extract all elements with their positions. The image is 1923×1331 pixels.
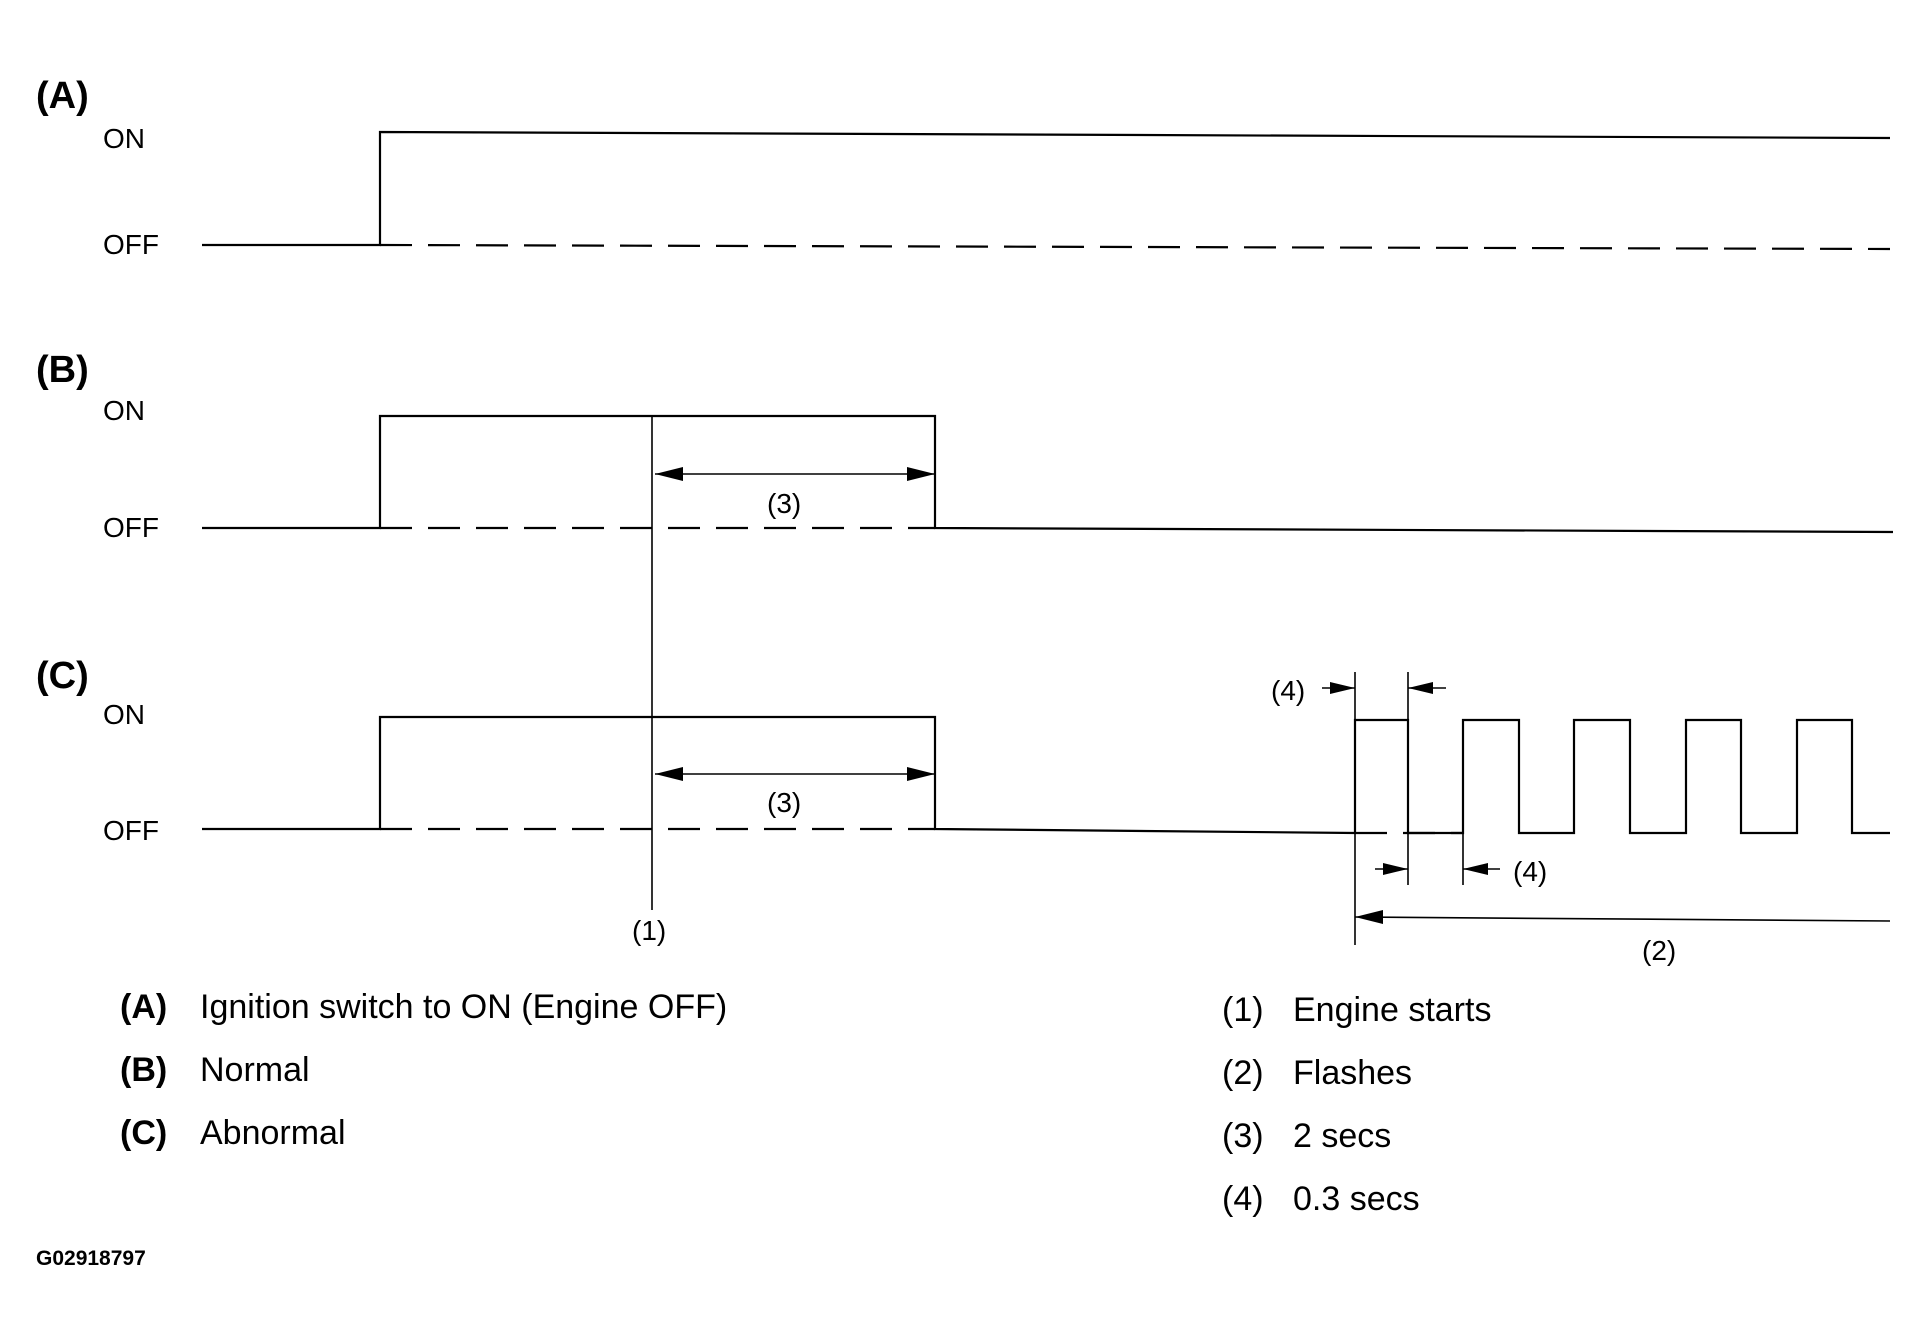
legend-right-text-3: 2 secs — [1293, 1117, 1391, 1155]
row-c-signal — [202, 715, 1356, 835]
row-c-on-label: ON — [103, 699, 145, 730]
row-b-off-label: OFF — [103, 512, 159, 543]
row-b-on-label: ON — [103, 395, 145, 426]
row-b-2sec-arrow-right — [907, 467, 935, 481]
row-b-2sec-callout: (3) — [767, 488, 801, 519]
row-c: (C) ON OFF (3) (4) (4) (2) — [36, 655, 1891, 966]
legend-left-key-b: (B) — [120, 1051, 167, 1089]
legend-left: (A) Ignition switch to ON (Engine OFF) (… — [120, 988, 727, 1152]
row-c-flash-pulses — [1353, 718, 1890, 835]
row-c-off-label: OFF — [103, 815, 159, 846]
row-a-on-label: ON — [103, 123, 145, 154]
legend-left-key-a: (A) — [120, 988, 167, 1026]
figure-id: G02918797 — [36, 1247, 146, 1270]
flash-on-dim-arrow-left — [1330, 682, 1355, 694]
legend-right: (1) Engine starts (2) Flashes (3) 2 secs… — [1222, 991, 1491, 1218]
legend-left-text-a: Ignition switch to ON (Engine OFF) — [200, 988, 727, 1026]
flash-on-callout: (4) — [1271, 675, 1305, 706]
flash-off-dim-arrow-left — [1383, 863, 1408, 875]
row-c-2sec-arrow-left — [655, 767, 683, 781]
legend-right-text-4: 0.3 secs — [1293, 1180, 1420, 1218]
flashes-duration-line — [1354, 916, 1891, 922]
row-a: (A) ON OFF — [36, 75, 1891, 260]
row-a-off-baseline — [379, 243, 1891, 251]
legend-right-key-4: (4) — [1222, 1180, 1264, 1218]
flashes-callout: (2) — [1642, 935, 1676, 966]
row-c-2sec-callout: (3) — [767, 787, 801, 818]
row-a-off-label: OFF — [103, 229, 159, 260]
flash-off-dim-arrow-right — [1463, 863, 1488, 875]
legend-left-key-c: (C) — [120, 1114, 167, 1152]
row-b-2sec-arrow-left — [655, 467, 683, 481]
legend-right-text-2: Flashes — [1293, 1054, 1412, 1092]
row-b: (B) ON OFF (3) — [36, 349, 1894, 543]
engine-start-callout: (1) — [632, 915, 666, 946]
row-c-label: (C) — [36, 655, 89, 697]
flash-on-dim-arrow-right — [1408, 682, 1433, 694]
row-a-signal — [202, 130, 1891, 247]
legend-left-text-b: Normal — [200, 1051, 310, 1089]
row-c-2sec-arrow-right — [907, 767, 935, 781]
row-b-label: (B) — [36, 349, 89, 391]
flash-off-callout: (4) — [1513, 856, 1547, 887]
row-a-label: (A) — [36, 75, 89, 117]
legend-right-key-2: (2) — [1222, 1054, 1264, 1092]
legend-right-key-1: (1) — [1222, 991, 1264, 1029]
flashes-duration-arrow — [1355, 910, 1383, 924]
legend-left-text-c: Abnormal — [200, 1114, 346, 1152]
legend-right-text-1: Engine starts — [1293, 991, 1491, 1029]
legend-right-key-3: (3) — [1222, 1117, 1264, 1155]
row-b-signal — [202, 414, 1894, 534]
